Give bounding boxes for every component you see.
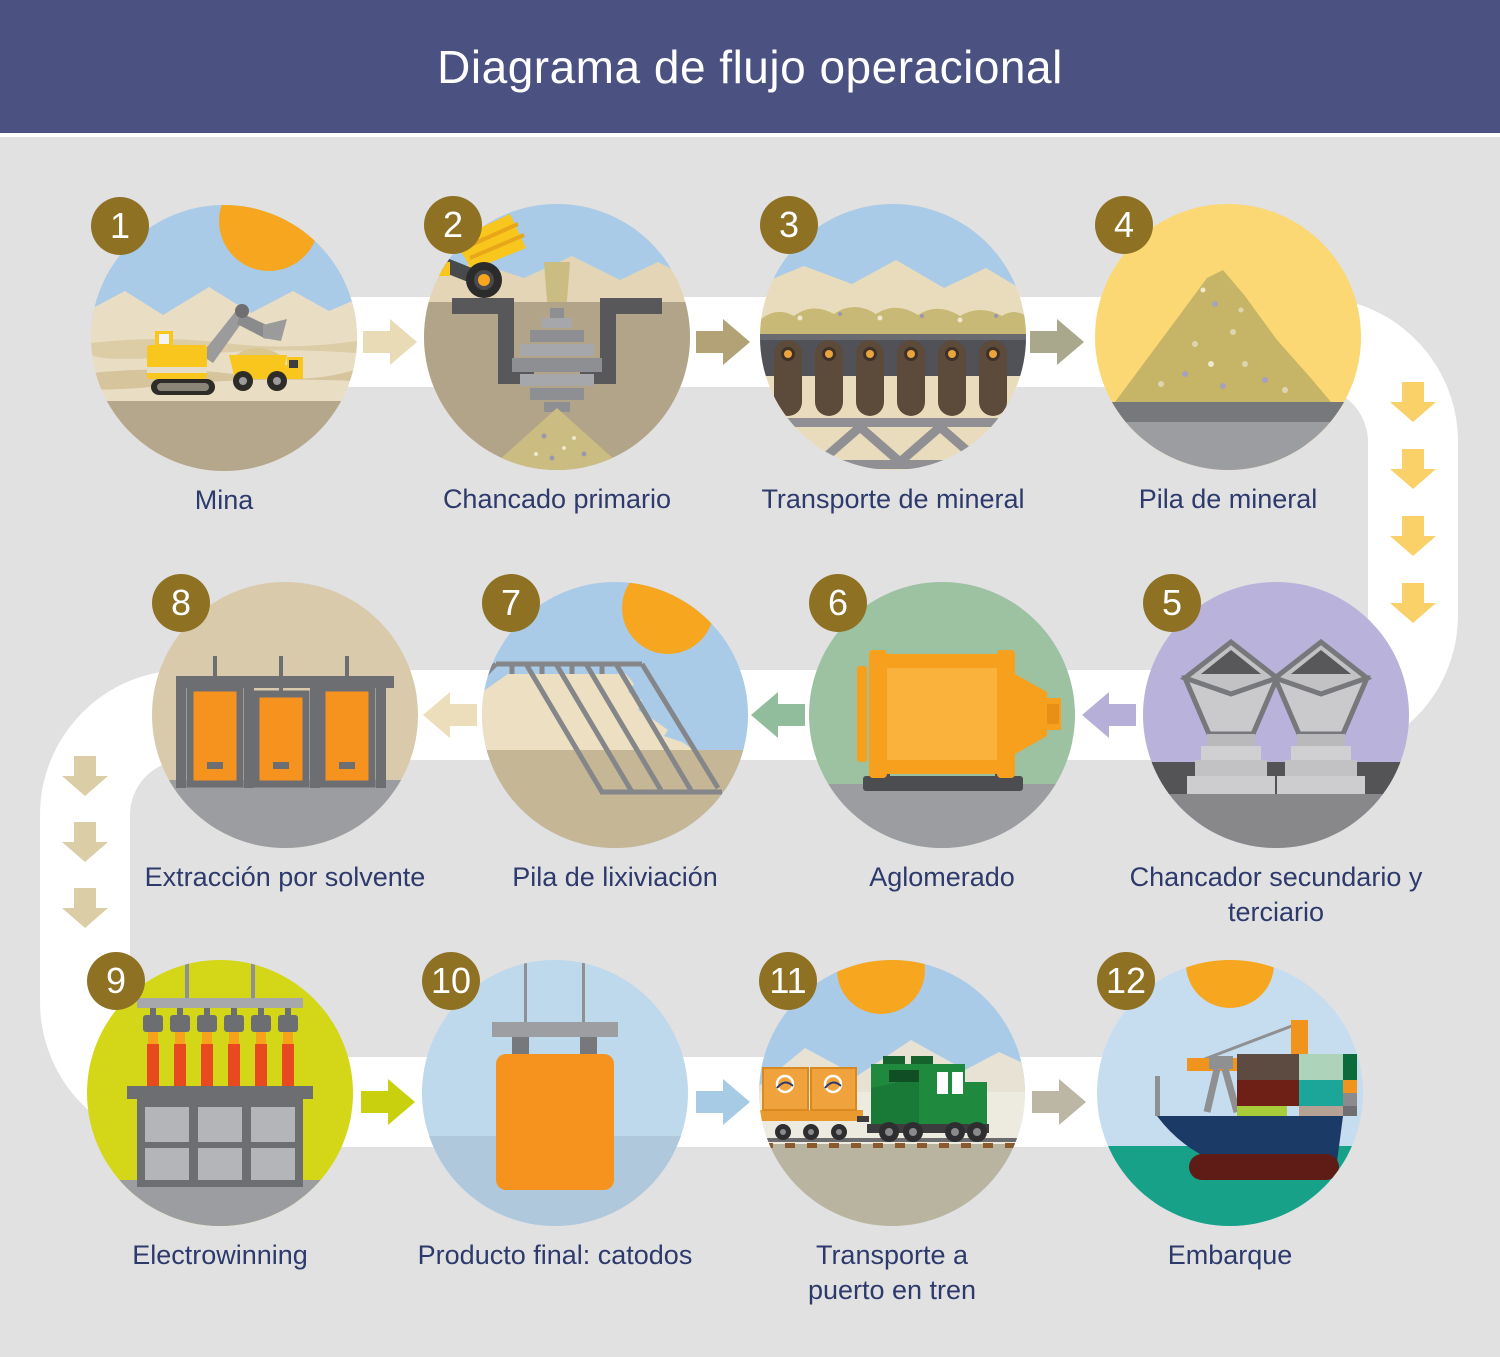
solvent-extraction-tanks-icon — [152, 582, 418, 848]
arrow-4-5-c — [1390, 516, 1436, 556]
step-10-badge: 10 — [422, 952, 480, 1010]
step-5-badge: 5 — [1143, 574, 1201, 632]
step-label: Transporte de mineral — [761, 484, 1025, 514]
step-11-badge: 11 — [759, 952, 817, 1010]
step-number: 7 — [500, 582, 522, 623]
step-number: 3 — [778, 204, 800, 245]
step-8: 8 Extracción por solvente — [145, 574, 425, 892]
step-label: Electrowinning — [132, 1240, 308, 1270]
crusher-machine — [1179, 638, 1283, 794]
arrow-11-12 — [1032, 1079, 1086, 1125]
arrow-8-9-c — [62, 888, 108, 928]
conveyor-belt-icon — [760, 204, 1026, 470]
step-number: 5 — [1161, 582, 1183, 623]
arrow-1-2 — [363, 319, 417, 365]
arrow-6-7 — [751, 692, 805, 738]
step-label: Pila de mineral — [1138, 484, 1318, 514]
step-9-badge: 9 — [87, 952, 145, 1010]
arrow-2-3 — [696, 319, 750, 365]
arrow-4-5-b — [1390, 449, 1436, 489]
step-3-badge: 3 — [760, 196, 818, 254]
step-number: 10 — [430, 960, 472, 1001]
step-8-badge: 8 — [152, 574, 210, 632]
conveyor-rollers — [774, 340, 1007, 416]
step-3: 3 Transporte de mineral — [760, 196, 1026, 514]
step-label: Chancador secundario y terciario — [1129, 862, 1423, 928]
step-number: 1 — [109, 205, 131, 246]
header-bar: Diagrama de flujo operacional — [0, 0, 1500, 137]
arrow-10-11 — [696, 1079, 750, 1125]
step-2-badge: 2 — [424, 196, 482, 254]
step-number: 8 — [170, 582, 192, 623]
shipping-containers — [1237, 1054, 1357, 1116]
step-label: Aglomerado — [869, 862, 1015, 892]
step-label: Mina — [194, 485, 254, 515]
secondary-crusher-icon — [1143, 582, 1409, 848]
step-number: 6 — [827, 582, 849, 623]
arrow-4-5-a — [1390, 382, 1436, 422]
step-12-badge: 12 — [1097, 952, 1155, 1010]
copper-cathode-icon — [422, 960, 688, 1226]
step-label: Embarque — [1167, 1240, 1293, 1270]
step-number: 2 — [442, 204, 464, 245]
irrigation-pipes — [482, 661, 722, 795]
mine-excavator-dump-truck-icon — [91, 205, 357, 471]
step-label: Pila de lixiviación — [512, 862, 718, 892]
leach-pile-icon — [482, 582, 748, 848]
arrow-3-4 — [1030, 319, 1084, 365]
arrow-4-5-d — [1390, 583, 1436, 623]
electrowinning-cells-icon — [87, 960, 353, 1226]
step-number: 11 — [769, 960, 807, 1001]
step-6: 6 Aglomerado — [809, 574, 1075, 892]
step-number: 4 — [1113, 204, 1135, 245]
step-number: 12 — [1105, 960, 1147, 1001]
arrow-9-10 — [361, 1079, 415, 1125]
step-4-badge: 4 — [1095, 196, 1153, 254]
step-7: 7 Pila de lixiviación — [482, 574, 748, 892]
step-label: Extracción por solvente — [144, 862, 426, 892]
step-2: 2 Chancado primario — [424, 196, 690, 514]
step-6-badge: 6 — [809, 574, 867, 632]
step-12: 12 Embarque — [1097, 952, 1363, 1270]
arrow-8-9-b — [62, 822, 108, 862]
step-7-badge: 7 — [482, 574, 540, 632]
step-11: 11 Transporte a puerto en tren — [759, 952, 1025, 1305]
step-4: 4 Pila de mineral — [1095, 196, 1361, 514]
freight-train-icon — [759, 960, 1025, 1226]
arrow-7-8 — [423, 692, 477, 738]
arrow-5-6 — [1082, 692, 1136, 738]
step-1-badge: 1 — [91, 197, 149, 255]
step-10: 10 Producto final: catodos — [418, 952, 692, 1270]
crusher-machine — [1269, 638, 1373, 794]
agglomeration-drum-icon — [809, 582, 1075, 848]
step-number: 9 — [105, 960, 127, 1001]
step-label: Transporte a puerto en tren — [807, 1240, 977, 1306]
electrode-hangers — [143, 1008, 298, 1090]
step-1: 1 Mina — [91, 197, 357, 515]
step-9: 9 Electrowinning — [87, 952, 353, 1270]
step-5: 5 Chancador secundario y terciario — [1130, 574, 1422, 927]
page-title: Diagrama de flujo operacional — [437, 40, 1063, 93]
arrow-8-9-a — [62, 756, 108, 796]
step-label: Producto final: catodos — [417, 1240, 693, 1270]
step-label: Chancado primario — [442, 484, 672, 514]
